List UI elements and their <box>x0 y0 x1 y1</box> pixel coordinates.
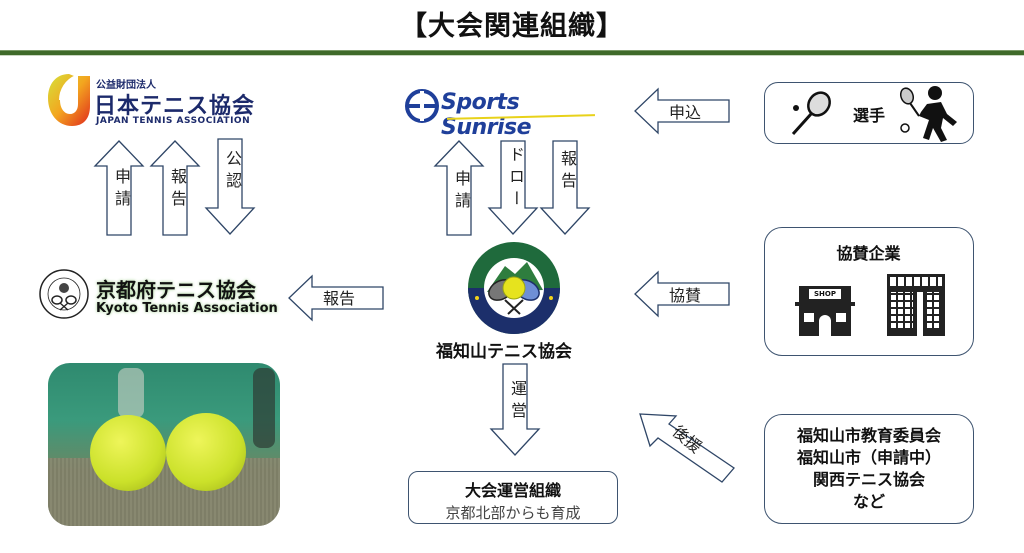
arrow-label-entry: 申込 <box>669 103 702 122</box>
supporter-line: 福知山市（申請中） <box>796 448 941 467</box>
page-title: 【大会関連組織】 <box>400 11 624 42</box>
arrow-label-ss-apply: 申請 <box>452 170 471 214</box>
arrow-up-apply <box>93 140 145 236</box>
fta-badge-icon <box>468 242 560 334</box>
supporter-line: 福知山市教育委員会 <box>796 426 941 445</box>
arrow-down-approve <box>204 138 256 235</box>
arrow-up-report <box>149 140 201 236</box>
tennis-player-icon <box>899 86 957 142</box>
arrow-label-operate: 運営 <box>508 380 527 424</box>
supporter-line: など <box>852 492 885 511</box>
arrow-label-ss-report: 報告 <box>558 150 577 194</box>
arrow-left-report-kta <box>288 274 384 322</box>
arrow-label-jta-approve: 公認 <box>223 150 242 194</box>
kta-logo: 京都府テニス協会 Kyoto Tennis Association <box>38 268 278 324</box>
players-label: 選手 <box>853 106 886 125</box>
sponsors-box: 協賛企業 SHOP <box>764 227 974 356</box>
arrow-left-entry <box>634 87 730 135</box>
fta-name: 福知山テニス協会 <box>436 342 572 362</box>
tennis-ball-right <box>166 413 246 491</box>
organizing-title: 大会運営組織 <box>464 481 561 500</box>
office-building-icon <box>887 274 945 336</box>
title-divider <box>0 50 1024 56</box>
organizing-subtitle: 京都北部からも育成 <box>445 504 581 522</box>
jta-emblem-icon <box>48 74 90 126</box>
supporters-box: 福知山市教育委員会 福知山市（申請中） 関西テニス協会 など <box>764 414 974 524</box>
arrow-label-jta-apply: 申請 <box>112 168 131 212</box>
arrow-left-sponsor <box>634 270 730 318</box>
arrow-label-sponsor: 協賛 <box>669 286 702 305</box>
sponsors-label: 協賛企業 <box>836 244 901 263</box>
sports-sunrise-logo: Sports Sunrise <box>405 88 605 140</box>
tennis-balls-photo <box>48 363 280 526</box>
supporter-line: 関西テニス協会 <box>812 470 925 489</box>
organizing-committee-box: 大会運営組織 京都北部からも育成 <box>408 471 618 524</box>
jta-name-en: JAPAN TENNIS ASSOCIATION <box>96 116 251 126</box>
arrow-down-ss-report <box>539 140 591 235</box>
tennis-racket-icon <box>791 91 831 136</box>
arrow-up-ss-apply <box>433 140 485 236</box>
arrow-diagonal-support <box>639 413 735 483</box>
jta-name: 日本テニス協会 <box>94 94 256 119</box>
arrow-down-operate <box>489 363 541 456</box>
players-box: 選手 <box>764 82 974 144</box>
arrow-label-jta-report: 報告 <box>168 168 187 212</box>
kta-name-en: Kyoto Tennis Association <box>96 301 278 316</box>
tennis-ball-left <box>90 415 166 491</box>
arrow-label-draw: ドロー <box>506 146 525 212</box>
arrow-label-kta-report: 報告 <box>323 289 356 308</box>
sports-sunrise-emblem-icon <box>405 89 439 123</box>
kta-name: 京都府テニス協会 <box>96 278 256 302</box>
jta-logo: 公益財団法人 日本テニス協会 JAPAN TENNIS ASSOCIATION <box>46 72 276 132</box>
shop-icon: SHOP <box>795 286 855 336</box>
fta-logo <box>465 240 563 336</box>
arrow-down-draw <box>487 140 539 235</box>
kta-seal-icon <box>39 269 89 319</box>
shop-sign: SHOP <box>809 289 841 299</box>
jta-prefix: 公益財団法人 <box>96 80 156 91</box>
